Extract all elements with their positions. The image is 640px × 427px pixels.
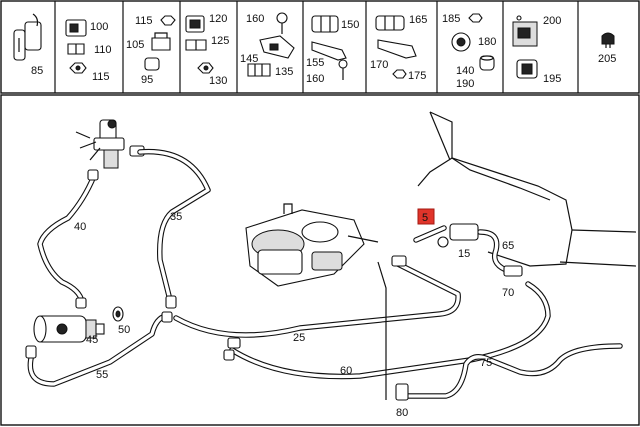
label-115b: 115	[135, 15, 153, 27]
label-165: 165	[409, 14, 427, 26]
label-5: 5	[422, 212, 428, 224]
fuel-filter-assembly[interactable]	[245, 203, 379, 287]
connector-15[interactable]	[449, 223, 479, 241]
part-160b-screw-icon[interactable]	[338, 59, 348, 80]
label-110: 110	[94, 44, 112, 56]
label-65: 65	[502, 240, 514, 252]
part-195-bushing-icon[interactable]	[516, 59, 538, 79]
part-100-holder-icon[interactable]	[65, 19, 87, 37]
part-105-clip-icon[interactable]	[151, 32, 171, 51]
label-60: 60	[340, 365, 352, 377]
part-115-nut-icon[interactable]	[69, 62, 87, 74]
label-70: 70	[502, 287, 514, 299]
header-cell-5: 160 145 135	[240, 12, 295, 78]
part-180-grommet-icon[interactable]	[451, 32, 471, 52]
fuel-tank	[417, 111, 637, 267]
header-cell-3: 115 105 95	[126, 15, 176, 86]
label-205: 205	[598, 53, 616, 65]
part-135-holder-icon[interactable]	[247, 63, 271, 77]
header-cell-4: 120 125 130	[185, 13, 229, 87]
fuel-pump-45[interactable]	[33, 315, 105, 343]
header-cell-8: 185 180 140 190	[442, 13, 496, 90]
header-cell-7: 165 170 175	[370, 14, 427, 82]
connectors	[25, 169, 523, 401]
label-25: 25	[293, 332, 305, 344]
part-165-holder-icon[interactable]	[375, 15, 405, 31]
clamp-80[interactable]	[395, 383, 409, 401]
label-95: 95	[141, 74, 153, 86]
label-190: 190	[456, 78, 474, 90]
part-155-bracket-icon[interactable]	[311, 41, 347, 61]
label-160b: 160	[306, 73, 324, 85]
label-150: 150	[341, 19, 359, 31]
label-170: 170	[370, 59, 388, 71]
label-195: 195	[543, 73, 561, 85]
part-85-clamp-icon[interactable]	[13, 13, 42, 61]
header-cell-2: 100 110 115	[65, 19, 112, 83]
label-45: 45	[86, 334, 98, 346]
label-15: 15	[458, 248, 470, 260]
part-95-grommet-icon[interactable]	[144, 57, 160, 71]
part-185-nut-icon[interactable]	[468, 13, 483, 23]
part-130-nut-icon[interactable]	[197, 62, 214, 74]
label-85: 85	[31, 65, 43, 77]
part-150-holder-icon[interactable]	[311, 15, 339, 33]
label-130: 130	[209, 75, 227, 87]
label-80: 80	[396, 407, 408, 419]
label-115: 115	[92, 71, 110, 83]
label-160: 160	[246, 13, 264, 25]
fuel-line-80[interactable]	[377, 261, 387, 400]
label-55: 55	[96, 369, 108, 381]
label-175: 175	[408, 70, 426, 82]
part-110-clip-icon[interactable]	[67, 43, 85, 55]
part-120-holder-icon[interactable]	[185, 15, 205, 33]
label-40: 40	[74, 221, 86, 233]
header-cell-1: 85	[13, 13, 43, 77]
label-75: 75	[480, 357, 492, 369]
label-125: 125	[211, 35, 229, 47]
label-120: 120	[209, 13, 227, 25]
label-100: 100	[90, 21, 108, 33]
label-155: 155	[306, 57, 324, 69]
pump-assembly-top[interactable]	[75, 119, 145, 169]
part-115b-nut-icon[interactable]	[160, 15, 176, 26]
header-cell-6: 150 155 160	[306, 15, 359, 85]
clamp-70[interactable]	[503, 265, 523, 277]
part-160-screw-icon[interactable]	[276, 12, 288, 34]
header-cell-9: 200 195	[512, 15, 561, 85]
part-125-clip-icon[interactable]	[185, 39, 207, 51]
label-35: 35	[170, 211, 182, 223]
label-140: 140	[456, 65, 474, 77]
label-200: 200	[543, 15, 561, 27]
label-105: 105	[126, 39, 144, 51]
header-cell-10: 205	[598, 32, 616, 65]
highlight-box-5[interactable]	[417, 208, 435, 225]
label-135: 135	[275, 66, 293, 78]
fuel-lines	[27, 148, 623, 400]
label-185: 185	[442, 13, 460, 25]
label-180: 180	[478, 36, 496, 48]
part-170-bracket-icon[interactable]	[377, 39, 417, 59]
part-190-sleeve-icon[interactable]	[479, 55, 495, 71]
part-145-bracket-icon[interactable]	[259, 35, 295, 59]
part-205-clip-icon[interactable]	[601, 32, 615, 48]
label-50: 50	[118, 324, 130, 336]
label-145: 145	[240, 53, 258, 65]
part-200-block-icon[interactable]	[512, 15, 538, 47]
main-labels: 5 15 25 35 40 45 50 55 60 65 70 75 80	[74, 211, 514, 419]
part-175-nut-icon[interactable]	[392, 69, 407, 79]
seal-washer-50[interactable]	[112, 306, 124, 322]
